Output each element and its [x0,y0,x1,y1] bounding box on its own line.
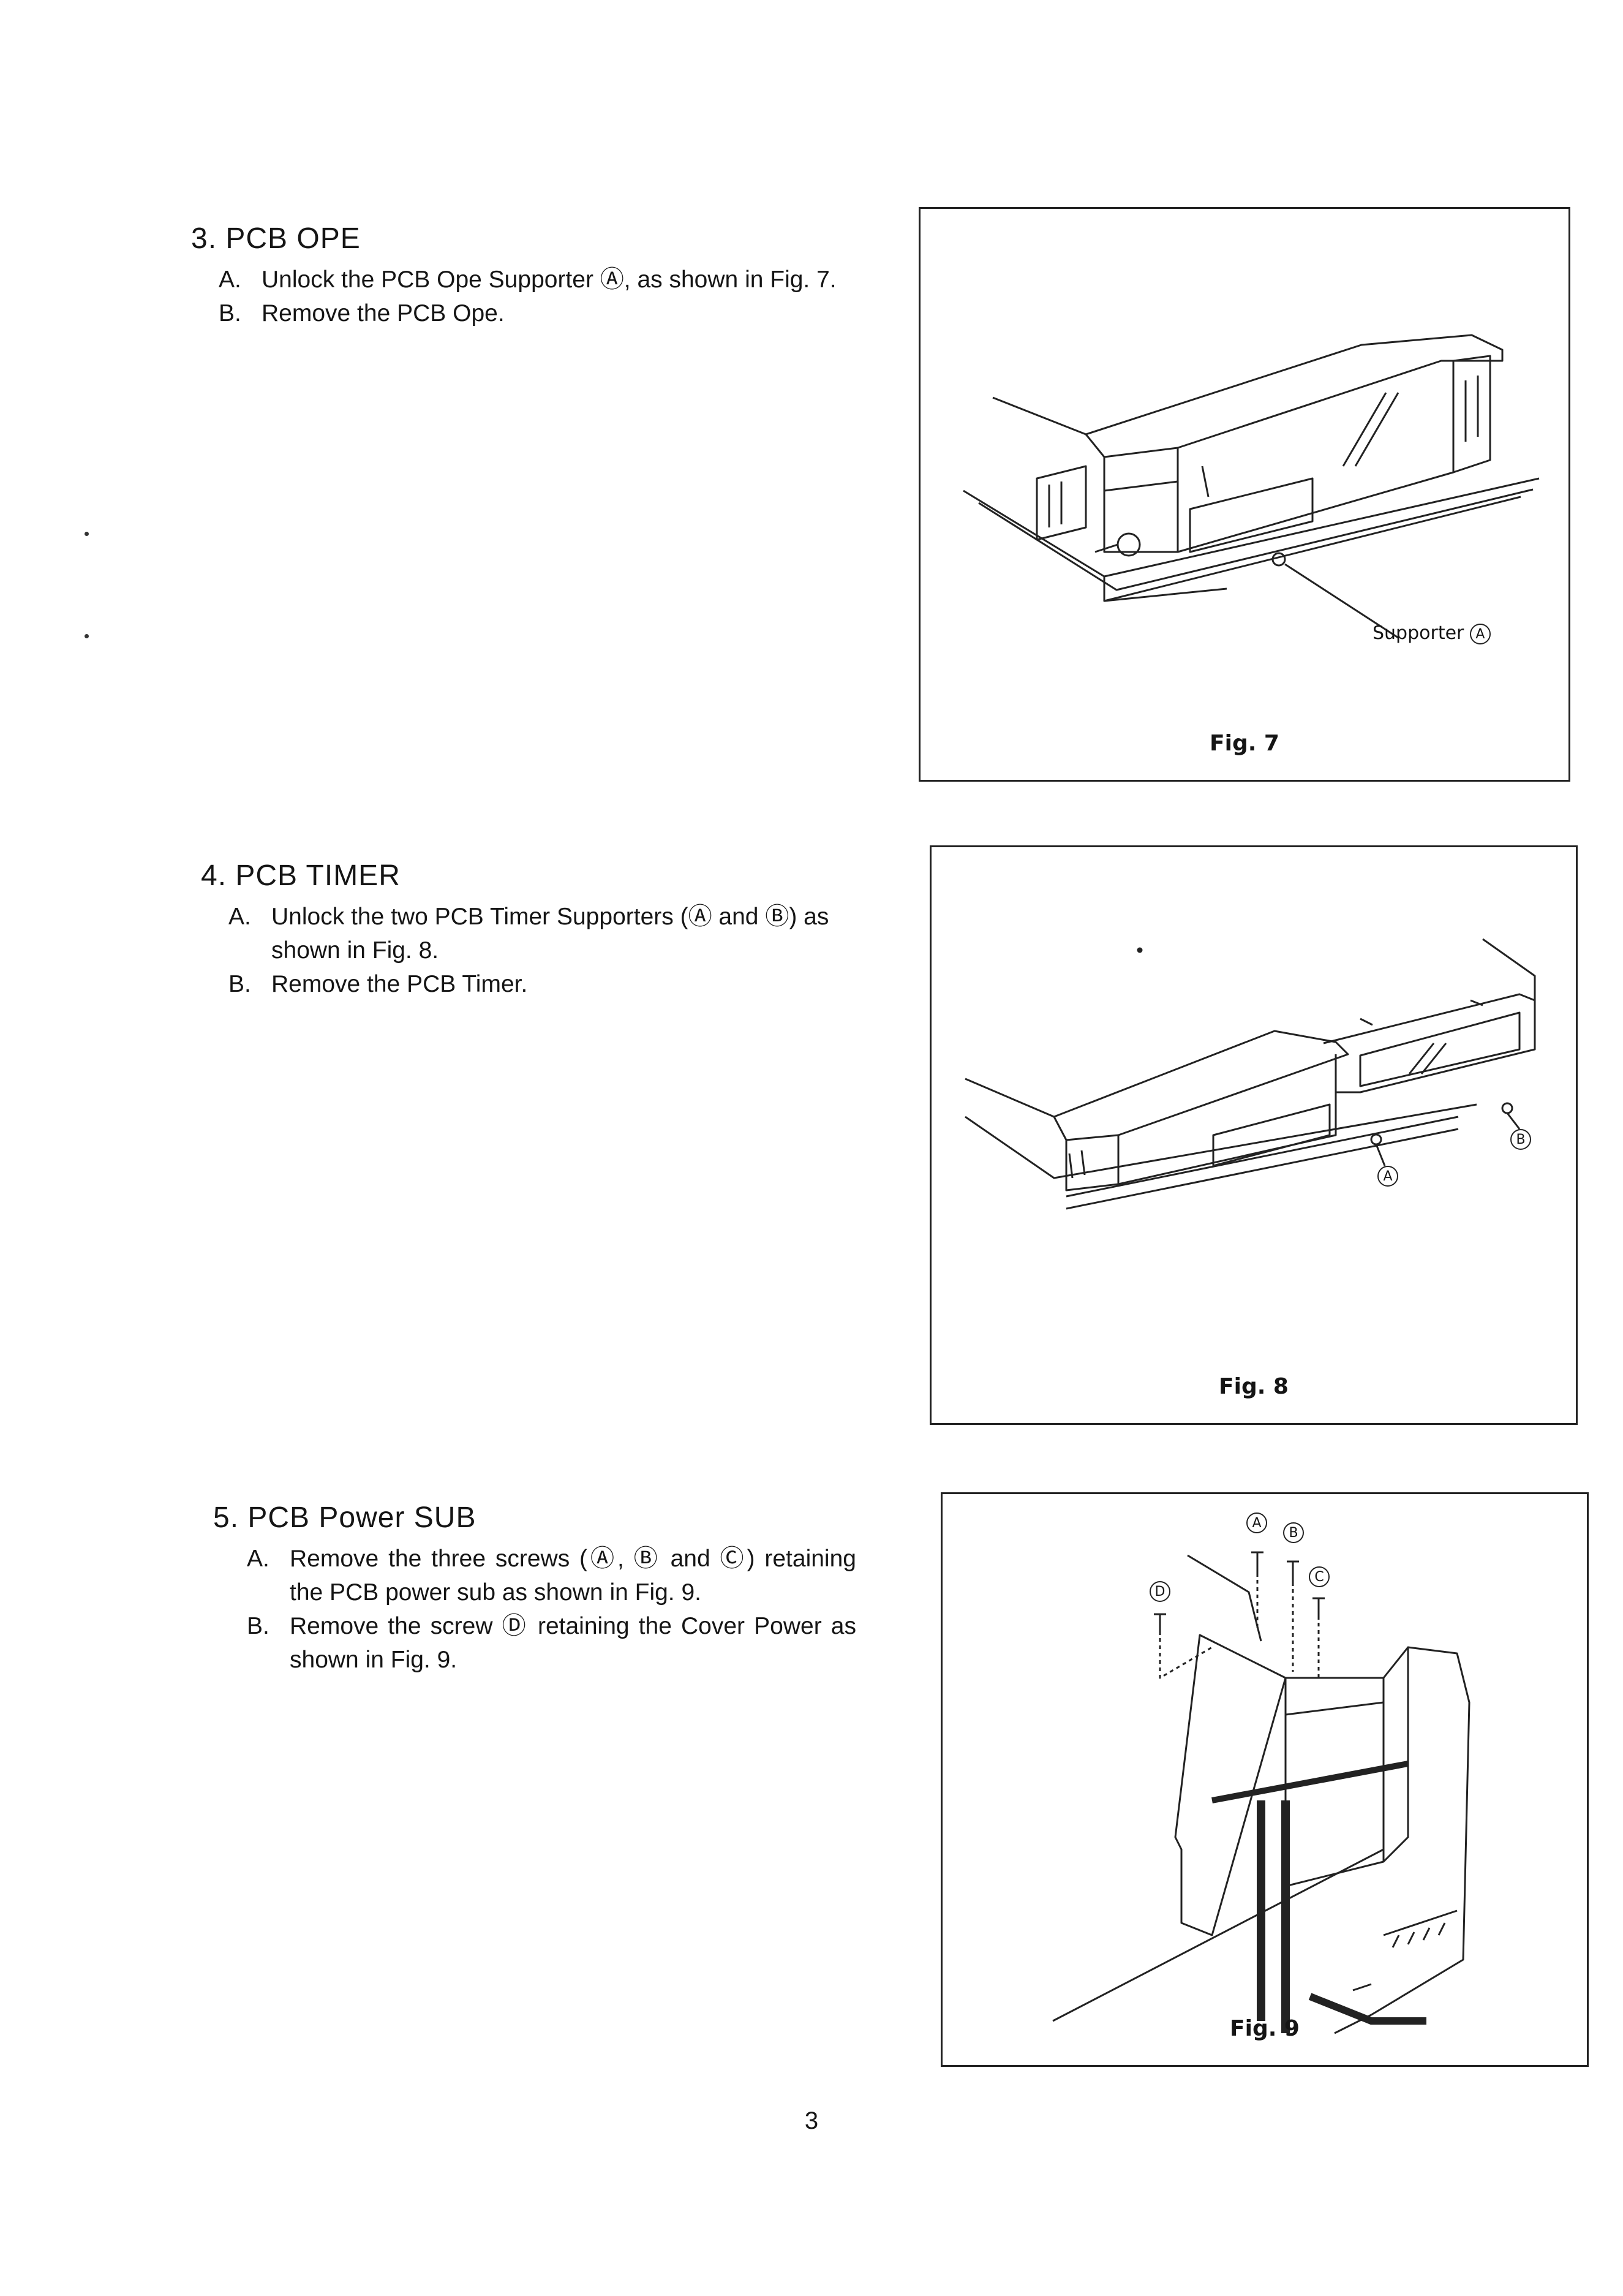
marker-b: B [1283,1522,1304,1543]
pcb-power-sub-drawing [1052,1551,1470,2034]
marker-a: A [1469,623,1491,644]
step-text: Remove the PCB Ope. [262,300,505,327]
step-text: Remove the three screws ( [290,1546,588,1572]
screw-c [1312,1597,1325,1620]
step-letter: A. [247,1546,269,1572]
figure-caption: Fig. 9 [1230,2016,1300,2041]
step-a: A. Unlock the two PCB Timer Supporters (… [228,900,850,967]
step-letter: B. [228,971,251,997]
marker-b: Ⓑ [633,1546,661,1572]
marker-c: Ⓒ [720,1546,747,1572]
marker-b: B [1510,1129,1531,1150]
step-text: Remove the screw [290,1613,502,1639]
figure-8: A B Fig. 8 [930,845,1578,1425]
section-title: 4. PCB TIMER [201,859,401,892]
screw-d [1154,1613,1166,1635]
marker-b: Ⓑ [765,904,789,930]
step-b: B. Remove the PCB Timer. [228,967,850,1001]
section-pcb-ope: 3. PCB OPE A. Unlock the PCB Ope Support… [191,222,846,330]
figure-9: A B C D Fig. 9 [941,1492,1589,2067]
screw-a [1251,1551,1263,1577]
step-text: ) retaining the PCB power sub as shown i… [290,1546,856,1606]
section-title: 5. PCB Power SUB [213,1501,476,1534]
step-letter: B. [247,1613,269,1639]
step-text: , as shown in Fig. 7. [623,266,837,293]
step-letter: A. [219,266,241,293]
step-text: Remove the PCB Timer. [271,971,528,997]
marker-a: A [1246,1512,1267,1533]
step-a: A. Remove the three screws (Ⓐ, Ⓑ and Ⓒ) … [247,1542,856,1609]
marker-a: Ⓐ [688,904,712,930]
figure-caption: Fig. 7 [1210,731,1279,756]
step-a: A. Unlock the PCB Ope Supporter Ⓐ, as sh… [219,263,846,296]
page-number: 3 [804,2107,819,2134]
supporter-callout: Supporter A [1373,622,1491,644]
marker-a: Ⓐ [587,1546,618,1572]
step-text: , [617,1546,634,1572]
callout-label: Supporter [1373,622,1464,644]
step-text: retaining the Cover Power as shown in Fi… [290,1613,856,1673]
scan-speck [85,634,89,638]
step-text: ) as shown in Fig. 8. [271,904,829,964]
step-b: B. Remove the screw Ⓓ retaining the Cove… [247,1609,856,1677]
scan-speck [85,532,89,536]
step-letter: B. [219,300,241,327]
figure-caption: Fig. 8 [1219,1374,1289,1399]
marker-a: Ⓐ [600,266,624,293]
marker-c: C [1309,1566,1330,1587]
step-text: and [712,904,766,930]
section-pcb-power-sub: 5. PCB Power SUB A. Remove the three scr… [213,1501,856,1677]
marker-d: D [1150,1581,1170,1602]
screw-b [1287,1560,1299,1586]
marker-d: Ⓓ [502,1613,529,1639]
step-text: Unlock the PCB Ope Supporter [262,266,600,293]
step-text: Unlock the two PCB Timer Supporters ( [271,904,688,930]
pcb-ope-drawing [963,334,1540,639]
section-title: 3. PCB OPE [191,222,361,255]
step-letter: A. [228,904,251,930]
step-text: and [660,1546,720,1572]
figure-7: Supporter A Fig. 7 [919,207,1570,782]
marker-a: A [1377,1166,1398,1187]
section-pcb-timer: 4. PCB TIMER A. Unlock the two PCB Timer… [201,859,850,1001]
step-b: B. Remove the PCB Ope. [219,296,846,330]
pcb-timer-drawing [965,938,1536,1210]
